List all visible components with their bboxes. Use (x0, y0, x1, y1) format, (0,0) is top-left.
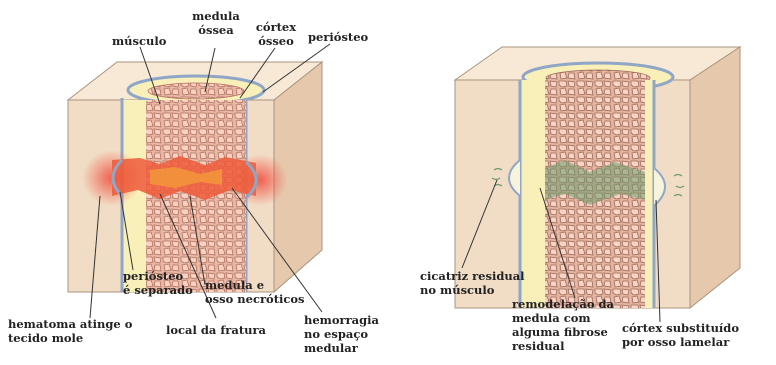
label-cortex-osseo-1: córtex (248, 21, 304, 34)
label-medula-ossea-2: óssea (188, 24, 244, 37)
label-remodelacao-4: residual (512, 340, 564, 353)
label-medula-necrotica-2: osso necróticos (205, 293, 305, 306)
label-remodelacao-2: medula com (512, 312, 591, 325)
label-hemorragia-3: medular (304, 342, 358, 355)
label-cortex-osseo-2: ósseo (248, 35, 304, 48)
label-periosteo: periósteo (308, 31, 368, 44)
label-hematoma-1: hematoma atinge o (8, 318, 132, 331)
label-remodelacao-3: alguma fibrose (512, 326, 608, 339)
label-hemorragia-2: no espaço (304, 328, 368, 341)
label-medula-necrotica-1: medula e (205, 279, 264, 292)
label-cortex-substituido-1: córtex substituído (622, 322, 739, 335)
label-hematoma-2: tecido mole (8, 332, 83, 345)
label-remodelacao-1: remodelação da (512, 298, 614, 311)
label-cicatriz-1: cicatriz residual (420, 270, 525, 283)
label-periosteo-separado-1: periósteo (123, 270, 183, 283)
label-cicatriz-2: no músculo (420, 284, 494, 297)
label-medula-ossea-1: medula (188, 10, 244, 23)
right-muscle-side (690, 47, 740, 308)
label-hemorragia-1: hemorragia (304, 314, 379, 327)
left-tissue-block (68, 62, 322, 292)
label-cortex-substituido-2: por osso lamelar (622, 336, 729, 349)
label-periosteo-separado-2: é separado (123, 284, 193, 297)
left-marrow-top (148, 83, 244, 99)
label-musculo: músculo (112, 35, 166, 48)
label-local-fratura: local da fratura (166, 324, 266, 337)
